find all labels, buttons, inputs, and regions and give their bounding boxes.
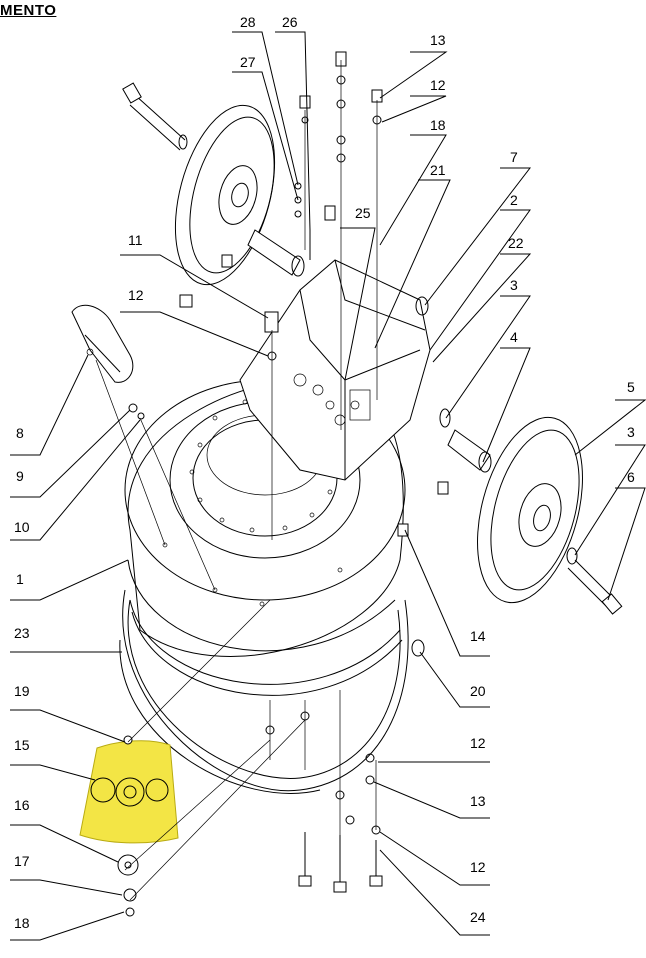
left-wheel: [122, 82, 305, 286]
callout-1: 1: [16, 571, 24, 587]
callout-12: 12: [128, 287, 144, 303]
callout-17: 17: [14, 853, 30, 869]
callout-23: 23: [14, 625, 30, 641]
callout-9: 9: [16, 468, 24, 484]
callout-25: 25: [355, 205, 371, 221]
callout-26: 26: [282, 14, 298, 30]
callout-11: 11: [128, 232, 143, 248]
callout-3: 3: [627, 424, 635, 440]
callout-10: 10: [14, 519, 30, 535]
callout-12: 12: [470, 735, 486, 751]
callout-3: 3: [510, 277, 518, 293]
handle-grip: [71, 304, 134, 383]
callout-labels: 28 26 27 13 12 18 7 21 2 25 22 11 3 12 4…: [14, 14, 635, 931]
callout-28: 28: [240, 14, 256, 30]
callout-4: 4: [510, 329, 518, 345]
callout-13: 13: [470, 793, 486, 809]
callout-16: 16: [14, 797, 30, 813]
callout-21: 21: [430, 162, 446, 178]
callout-6: 6: [627, 469, 635, 485]
page-title: MENTO: [0, 2, 57, 19]
callout-22: 22: [508, 235, 524, 251]
motor-bracket: [239, 259, 431, 481]
right-wheel: [439, 408, 623, 615]
callout-14: 14: [470, 628, 486, 644]
callout-8: 8: [16, 425, 24, 441]
callout-2: 2: [510, 192, 518, 208]
callout-12: 12: [470, 859, 486, 875]
skirt-ring: [119, 589, 409, 794]
callout-24: 24: [470, 909, 486, 925]
callout-7: 7: [510, 149, 518, 165]
assembly-lines: [95, 60, 378, 901]
callout-20: 20: [470, 683, 486, 699]
pad-holder-highlighted: [79, 735, 179, 917]
callout-12: 12: [430, 77, 446, 93]
callout-19: 19: [14, 683, 30, 699]
leader-lines: [10, 31, 646, 941]
callout-18: 18: [430, 117, 446, 133]
callout-5: 5: [627, 379, 635, 395]
callout-15: 15: [14, 737, 30, 753]
callout-27: 27: [240, 54, 256, 70]
callout-13: 13: [430, 32, 446, 48]
callout-18: 18: [14, 915, 30, 931]
hardware-fasteners: [128, 51, 449, 893]
